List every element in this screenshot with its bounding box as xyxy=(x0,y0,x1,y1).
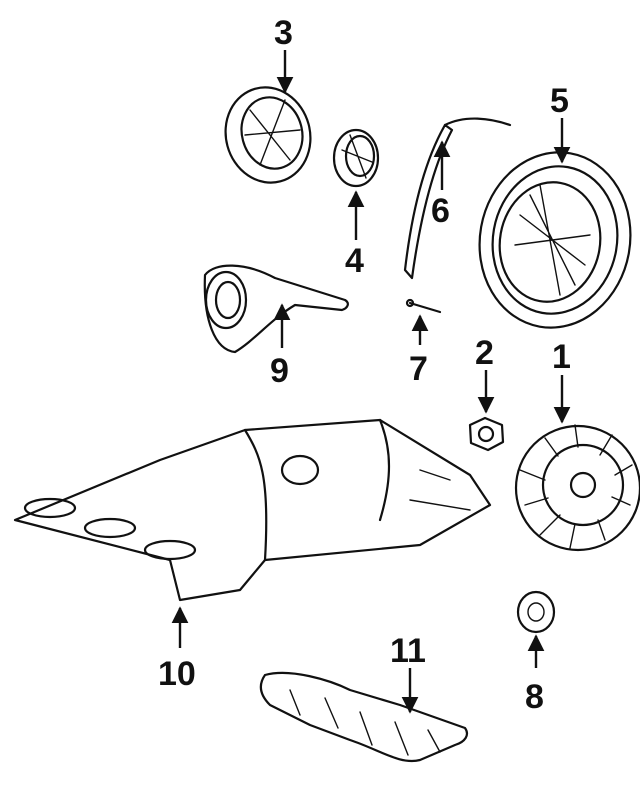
part-11-heat-shield xyxy=(259,671,469,763)
callout-5: 5 xyxy=(550,82,569,120)
callout-6: 6 xyxy=(431,192,450,230)
callout-2: 2 xyxy=(475,334,494,372)
part-9-duct xyxy=(203,264,349,354)
callout-4: 4 xyxy=(345,242,364,280)
callout-8: 8 xyxy=(525,678,544,716)
callout-9: 9 xyxy=(270,352,289,390)
callout-3: 3 xyxy=(274,14,293,52)
part-1-fan-wheel xyxy=(514,424,640,552)
part-2-nut xyxy=(468,416,505,452)
part-4-cover xyxy=(332,128,380,188)
callout-10: 10 xyxy=(158,655,196,693)
callout-labels: 1 2 3 4 5 6 7 8 9 10 11 xyxy=(158,14,571,716)
part-10-engine-shroud xyxy=(13,418,492,602)
leader-lines xyxy=(171,50,571,714)
part-5-fan-housing xyxy=(478,151,632,329)
callout-7: 7 xyxy=(409,350,428,388)
callout-11: 11 xyxy=(390,632,426,670)
part-7-pin xyxy=(405,298,442,314)
callout-1: 1 xyxy=(552,338,571,376)
part-3-shroud xyxy=(224,86,312,184)
part-8-washer xyxy=(516,590,556,634)
part-6-strap xyxy=(403,117,512,280)
